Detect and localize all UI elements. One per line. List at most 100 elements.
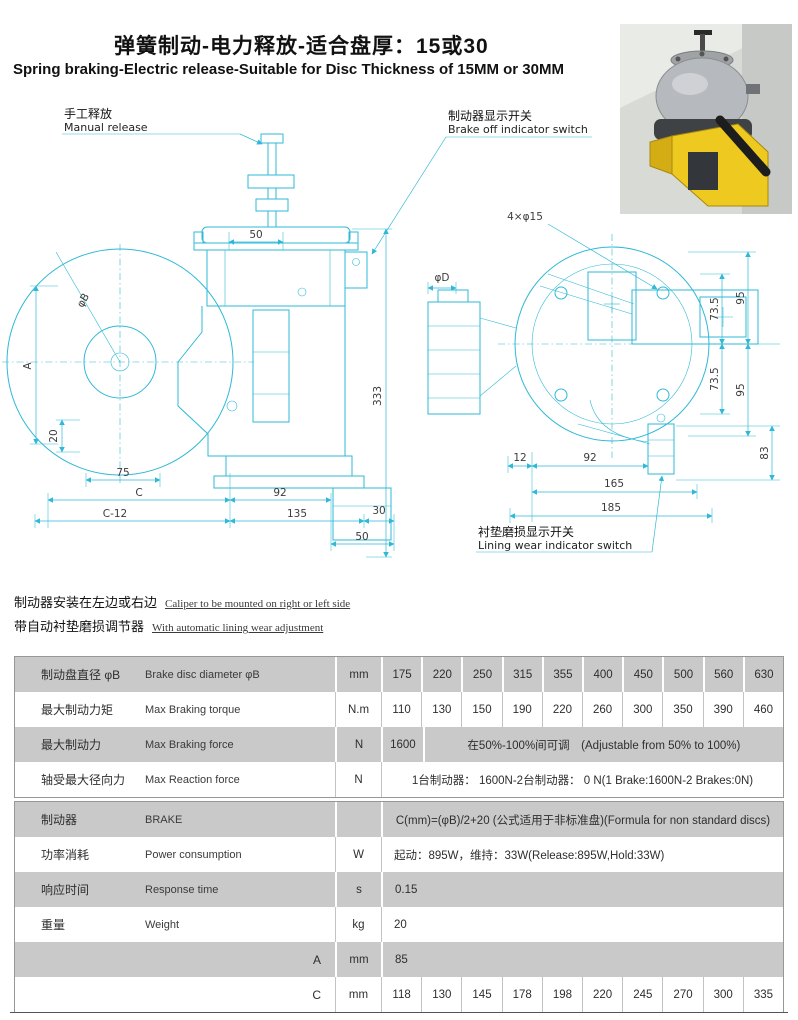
dim-185: 185 <box>601 502 621 514</box>
cell-value: 150 <box>461 692 501 727</box>
table-row-braking-torque: 最大制动力矩 Max Braking torque N.m 110 130 15… <box>15 692 783 727</box>
dim-92-right: 92 <box>583 452 596 464</box>
technical-drawing: 50 333 φB A 20 75 C 92 C-12 135 30 50 <box>2 106 780 558</box>
dim-135: 135 <box>287 508 307 520</box>
bottom-rule <box>10 1012 788 1013</box>
cell-value-span: 在50%-100%间可调 (Adjustable from 50% to 100… <box>422 727 783 762</box>
row-label-en: Brake disc diameter φB <box>145 668 260 681</box>
row-unit: kg <box>335 907 381 942</box>
table-row-weight: 重量 Weight kg 20 <box>15 907 783 942</box>
dim-A: A <box>22 362 34 370</box>
table-row-reaction-force: 轴受最大径向力 Max Reaction force N 1台制动器： 1600… <box>15 762 783 797</box>
row-label-zh: 制动器 <box>41 813 78 827</box>
cell-value: 145 <box>461 977 501 1012</box>
cell-value: 110 <box>381 692 421 727</box>
cell-value: 460 <box>742 692 783 727</box>
spec-table-brake: 制动器 BRAKE C(mm)=(φB)/2+20 (公式适用于非标准盘)(Fo… <box>14 801 784 1013</box>
table-row-response-time: 响应时间 Response time s 0.15 <box>15 872 783 907</box>
cell-value: 130 <box>421 977 461 1012</box>
row-unit: mm <box>335 657 381 692</box>
table-row-dim-A: A mm 85 <box>15 942 783 977</box>
row-unit <box>335 802 381 837</box>
row-label-zh <box>15 977 145 1012</box>
cell-value: 118 <box>381 977 421 1012</box>
cell-value: 400 <box>582 657 622 692</box>
page-title-en: Spring braking-Electric release-Suitable… <box>13 61 564 78</box>
manual-release-label-zh: 手工释放 <box>64 106 112 121</box>
cell-value: 220 <box>582 977 622 1012</box>
brake-off-label-zh: 制动器显示开关 <box>448 109 532 123</box>
front-view-dimensions: 4×φ15 φD 73.5 95 73.5 95 83 12 92 165 18… <box>427 211 780 523</box>
cell-value: 220 <box>421 657 461 692</box>
cell-value: 560 <box>702 657 743 692</box>
table-row-braking-force: 最大制动力 Max Braking force N 1600 在50%-100%… <box>15 727 783 762</box>
callouts: 手工释放 Manual release 制动器显示开关 Brake off in… <box>62 106 665 553</box>
dim-333: 333 <box>372 386 384 406</box>
row-label-zh: 功率消耗 <box>41 848 90 862</box>
dim-C: C <box>135 487 142 499</box>
row-label-en: Max Braking force <box>145 738 234 751</box>
row-label-zh: 轴受最大径向力 <box>41 773 126 787</box>
row-unit: W <box>335 837 381 872</box>
cell-value: 335 <box>742 977 783 1012</box>
row-unit: mm <box>335 977 381 1012</box>
cell-value: 178 <box>501 977 542 1012</box>
table-row-brake-formula: 制动器 BRAKE C(mm)=(φB)/2+20 (公式适用于非标准盘)(Fo… <box>15 802 783 837</box>
row-label-en: Max Braking torque <box>145 703 241 716</box>
spec-table-performance: 制动盘直径 φB Brake disc diameter φB mm 175 2… <box>14 656 784 798</box>
dim-30: 30 <box>372 505 385 517</box>
row-label-en: Power consumption <box>145 848 242 861</box>
brake-off-label-en: Brake off indicator switch <box>448 123 588 136</box>
dim-phiB: φB <box>75 291 92 309</box>
dim-12: 12 <box>513 452 526 464</box>
note-2-zh: 带自动衬垫磨损调节器 <box>14 619 145 634</box>
cell-value: 198 <box>541 977 582 1012</box>
cell-value: 1600 <box>381 727 423 762</box>
dim-95-bottom: 95 <box>735 383 747 396</box>
product-photo-illustration <box>620 24 792 214</box>
lining-wear-label-en: Lining wear indicator switch <box>478 539 632 552</box>
cell-value: 250 <box>461 657 501 692</box>
dim-165: 165 <box>604 478 624 490</box>
cell-value: 260 <box>582 692 622 727</box>
row-label-letter: C <box>312 987 321 1002</box>
front-view <box>427 234 759 475</box>
row-unit: N <box>335 762 381 797</box>
cell-value: 300 <box>702 977 743 1012</box>
dim-83: 83 <box>759 446 771 459</box>
cell-value-span: 1台制动器： 1600N-2台制动器： 0 N(1 Brake:1600N-2 … <box>381 762 783 797</box>
dim-C-12: C-12 <box>103 508 127 520</box>
dim-4xphi15: 4×φ15 <box>507 211 543 223</box>
table-row-dim-C: C mm 118 130 145 178 198 220 245 270 300… <box>15 977 783 1012</box>
dim-50-bottom: 50 <box>355 531 368 543</box>
dim-50-top: 50 <box>249 229 262 241</box>
cell-value: 175 <box>381 657 421 692</box>
table-row-power-consumption: 功率消耗 Power consumption W 起动：895W，维持：33W(… <box>15 837 783 872</box>
cell-value-span: 0.15 <box>381 872 783 907</box>
table-row-disc-diameter: 制动盘直径 φB Brake disc diameter φB mm 175 2… <box>15 657 783 692</box>
cell-value-span: C(mm)=(φB)/2+20 (公式适用于非标准盘)(Formula for … <box>381 802 783 837</box>
row-unit: N.m <box>335 692 381 727</box>
cell-value-span: 起动：895W，维持：33W(Release:895W,Hold:33W) <box>381 837 783 872</box>
cell-value: 190 <box>501 692 542 727</box>
side-view <box>2 133 392 541</box>
row-label-zh: 响应时间 <box>41 883 90 897</box>
row-unit: N <box>335 727 381 762</box>
row-label-en: Response time <box>145 883 219 896</box>
row-label-letter: A <box>312 952 321 967</box>
cell-value: 130 <box>421 692 461 727</box>
lining-wear-label-zh: 衬垫磨损显示开关 <box>478 524 574 539</box>
cell-value: 300 <box>622 692 662 727</box>
cell-value: 315 <box>501 657 542 692</box>
row-unit: s <box>335 872 381 907</box>
row-label-en: Max Reaction force <box>145 773 240 786</box>
cell-value-span: 85 <box>381 942 783 977</box>
cell-value: 355 <box>541 657 582 692</box>
cell-value: 630 <box>742 657 783 692</box>
product-photo <box>620 24 792 214</box>
dim-92-left: 92 <box>273 487 286 499</box>
cell-value: 245 <box>622 977 662 1012</box>
note-1-zh: 制动器安装在左边或右边 <box>14 595 158 610</box>
